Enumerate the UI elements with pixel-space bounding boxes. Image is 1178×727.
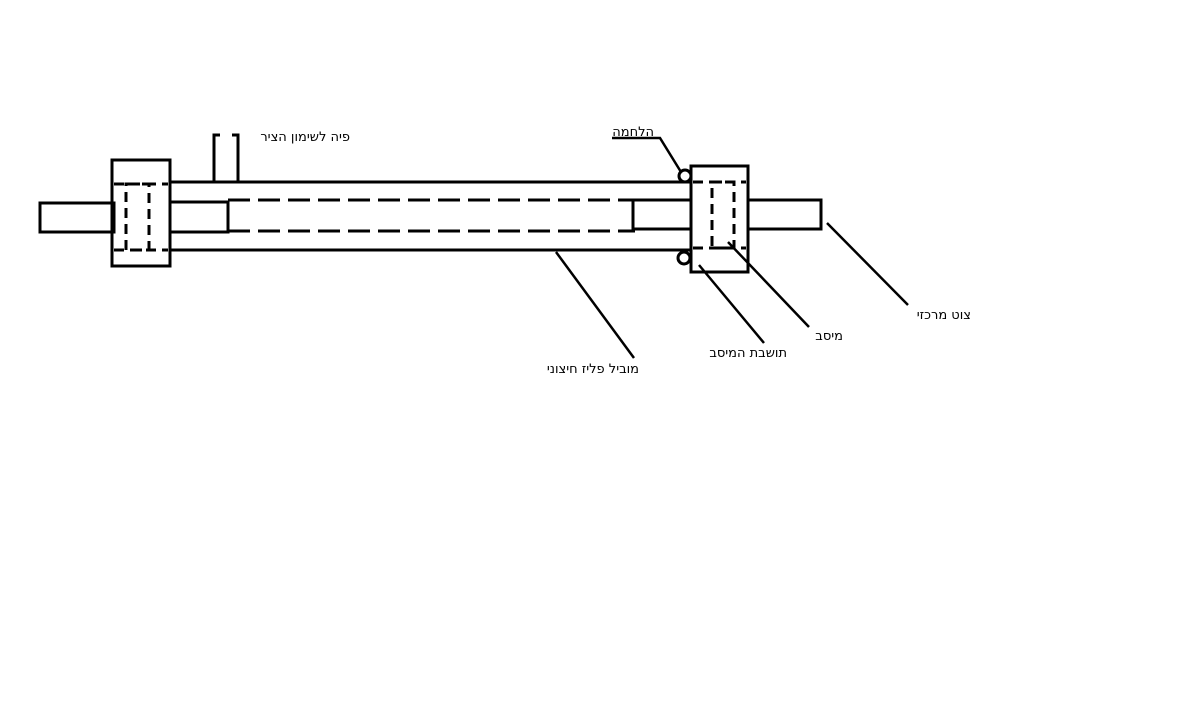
inner-shaft-hidden-lines	[228, 198, 635, 233]
outer-tube-label: מוביל פליז חיצוני	[547, 362, 639, 377]
bearing-housing-leader	[698, 264, 765, 344]
central-shaft-right	[746, 198, 823, 231]
inner-shaft-right-segment	[631, 198, 693, 231]
bearing-label: מיסב	[815, 329, 843, 344]
weld-bead-bottom	[676, 250, 692, 266]
central-shaft-label: צוט מרכזי	[917, 308, 971, 323]
weld-leader	[612, 136, 683, 173]
left-bearing-housing	[110, 158, 172, 268]
nozzle-label: פיה לשימון הציר	[260, 130, 350, 145]
central-shaft-left	[38, 201, 116, 234]
right-bearing-housing	[689, 164, 750, 274]
weld-bead-top	[677, 168, 693, 184]
outer-tube-leader	[554, 251, 636, 359]
lubrication-nozzle	[212, 133, 240, 182]
bearing-leader	[727, 241, 810, 328]
bearing-housing-label: תושבת המיסב	[709, 346, 787, 361]
central-shaft-leader	[826, 222, 909, 306]
inner-shaft-left-segment	[168, 200, 230, 234]
weld-label: הלחמה	[612, 125, 654, 140]
